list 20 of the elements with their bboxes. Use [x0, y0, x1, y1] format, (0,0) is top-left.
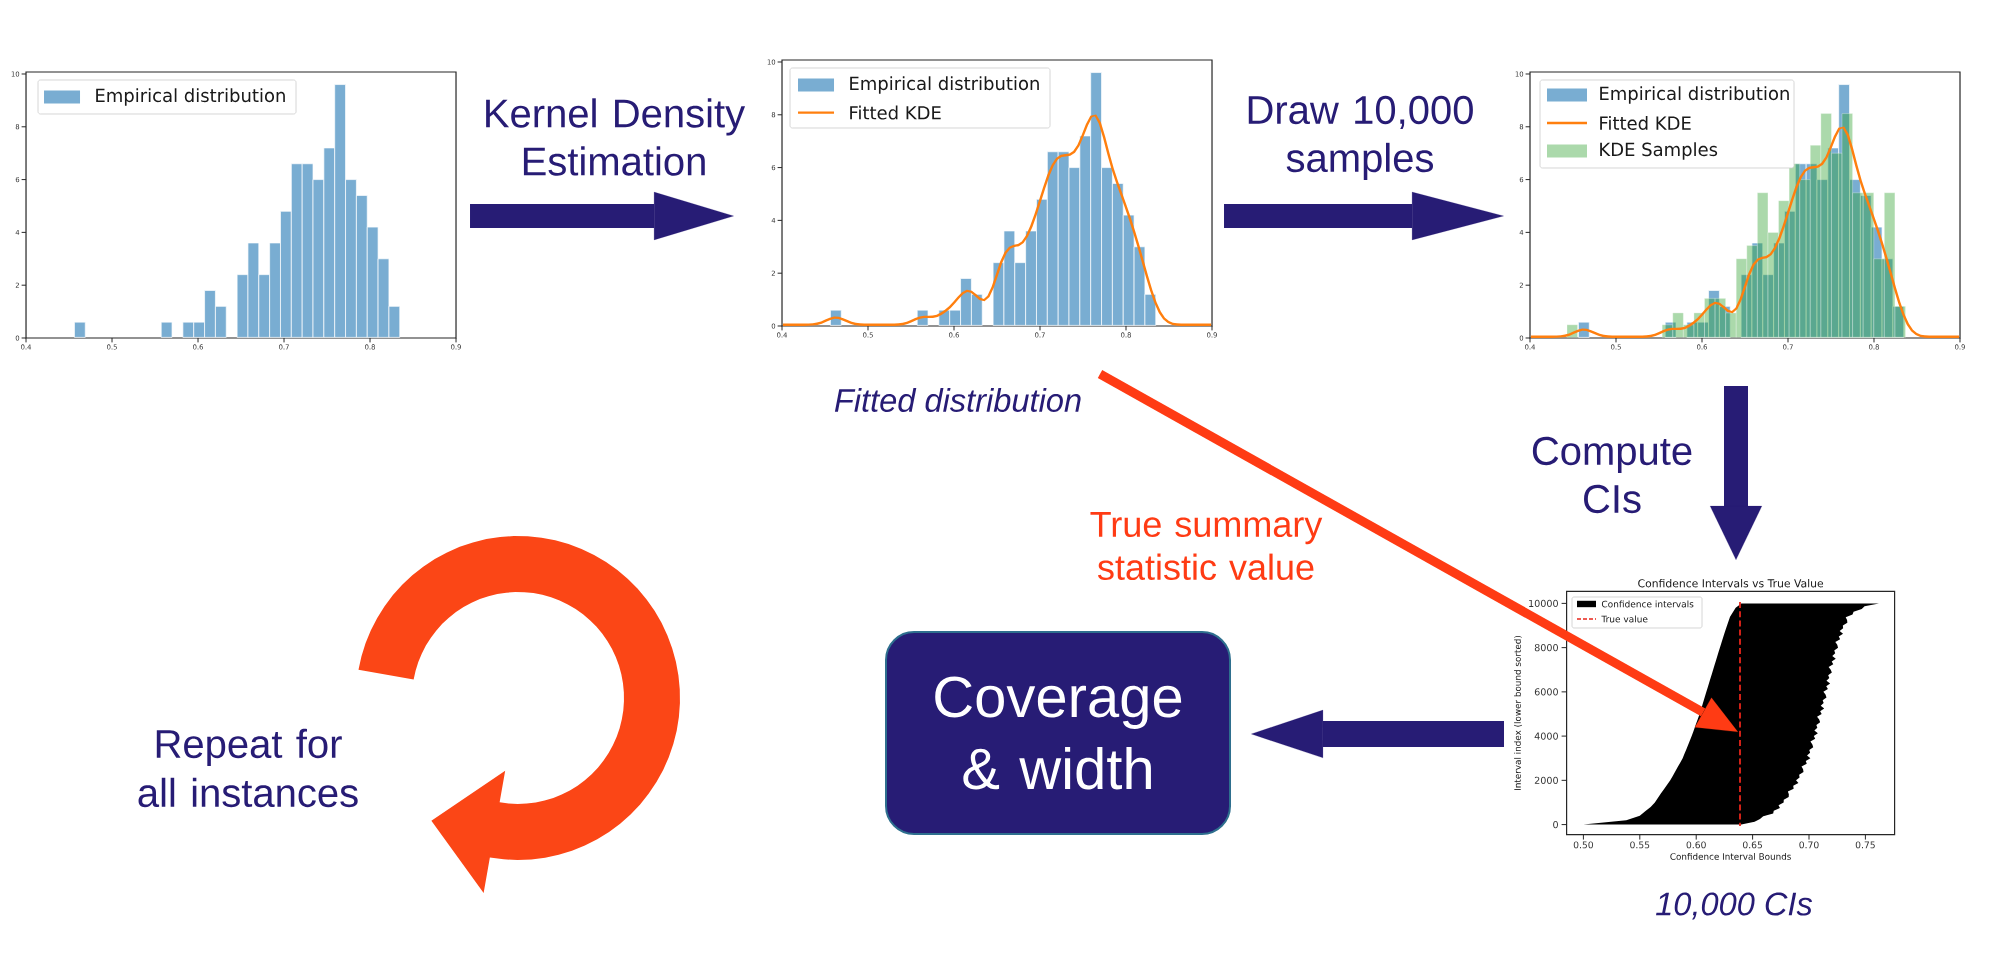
process-box: Coverage & width — [885, 631, 1231, 835]
legend-label: Fitted KDE — [850, 105, 941, 120]
description-text: 10,000 CIs — [1656, 892, 1813, 920]
arrow — [1224, 192, 1504, 240]
dashed-line — [1739, 601, 1741, 827]
edge-label: True summary statistic value — [1090, 511, 1323, 581]
annotation: Repeat for all instances — [138, 728, 358, 808]
arrow — [1097, 370, 1738, 732]
legend-label: Empirical distribution — [850, 76, 1039, 94]
legend-label: KDE Samples — [1600, 142, 1718, 160]
edge-label: Draw 10,000 samples — [1248, 95, 1473, 181]
legend-label: Fitted KDE — [1600, 116, 1691, 130]
edge-label: Compute CIs — [1532, 436, 1692, 514]
legend-label: Empirical distribution — [96, 88, 285, 106]
edge-label: Kernel Density Estimation — [486, 98, 746, 176]
arrow — [470, 192, 734, 240]
legend-label: Empirical distribution — [1600, 86, 1789, 104]
arrow — [1251, 710, 1504, 758]
arrow — [1710, 386, 1762, 560]
description-text: Fitted distribution — [834, 388, 1081, 412]
